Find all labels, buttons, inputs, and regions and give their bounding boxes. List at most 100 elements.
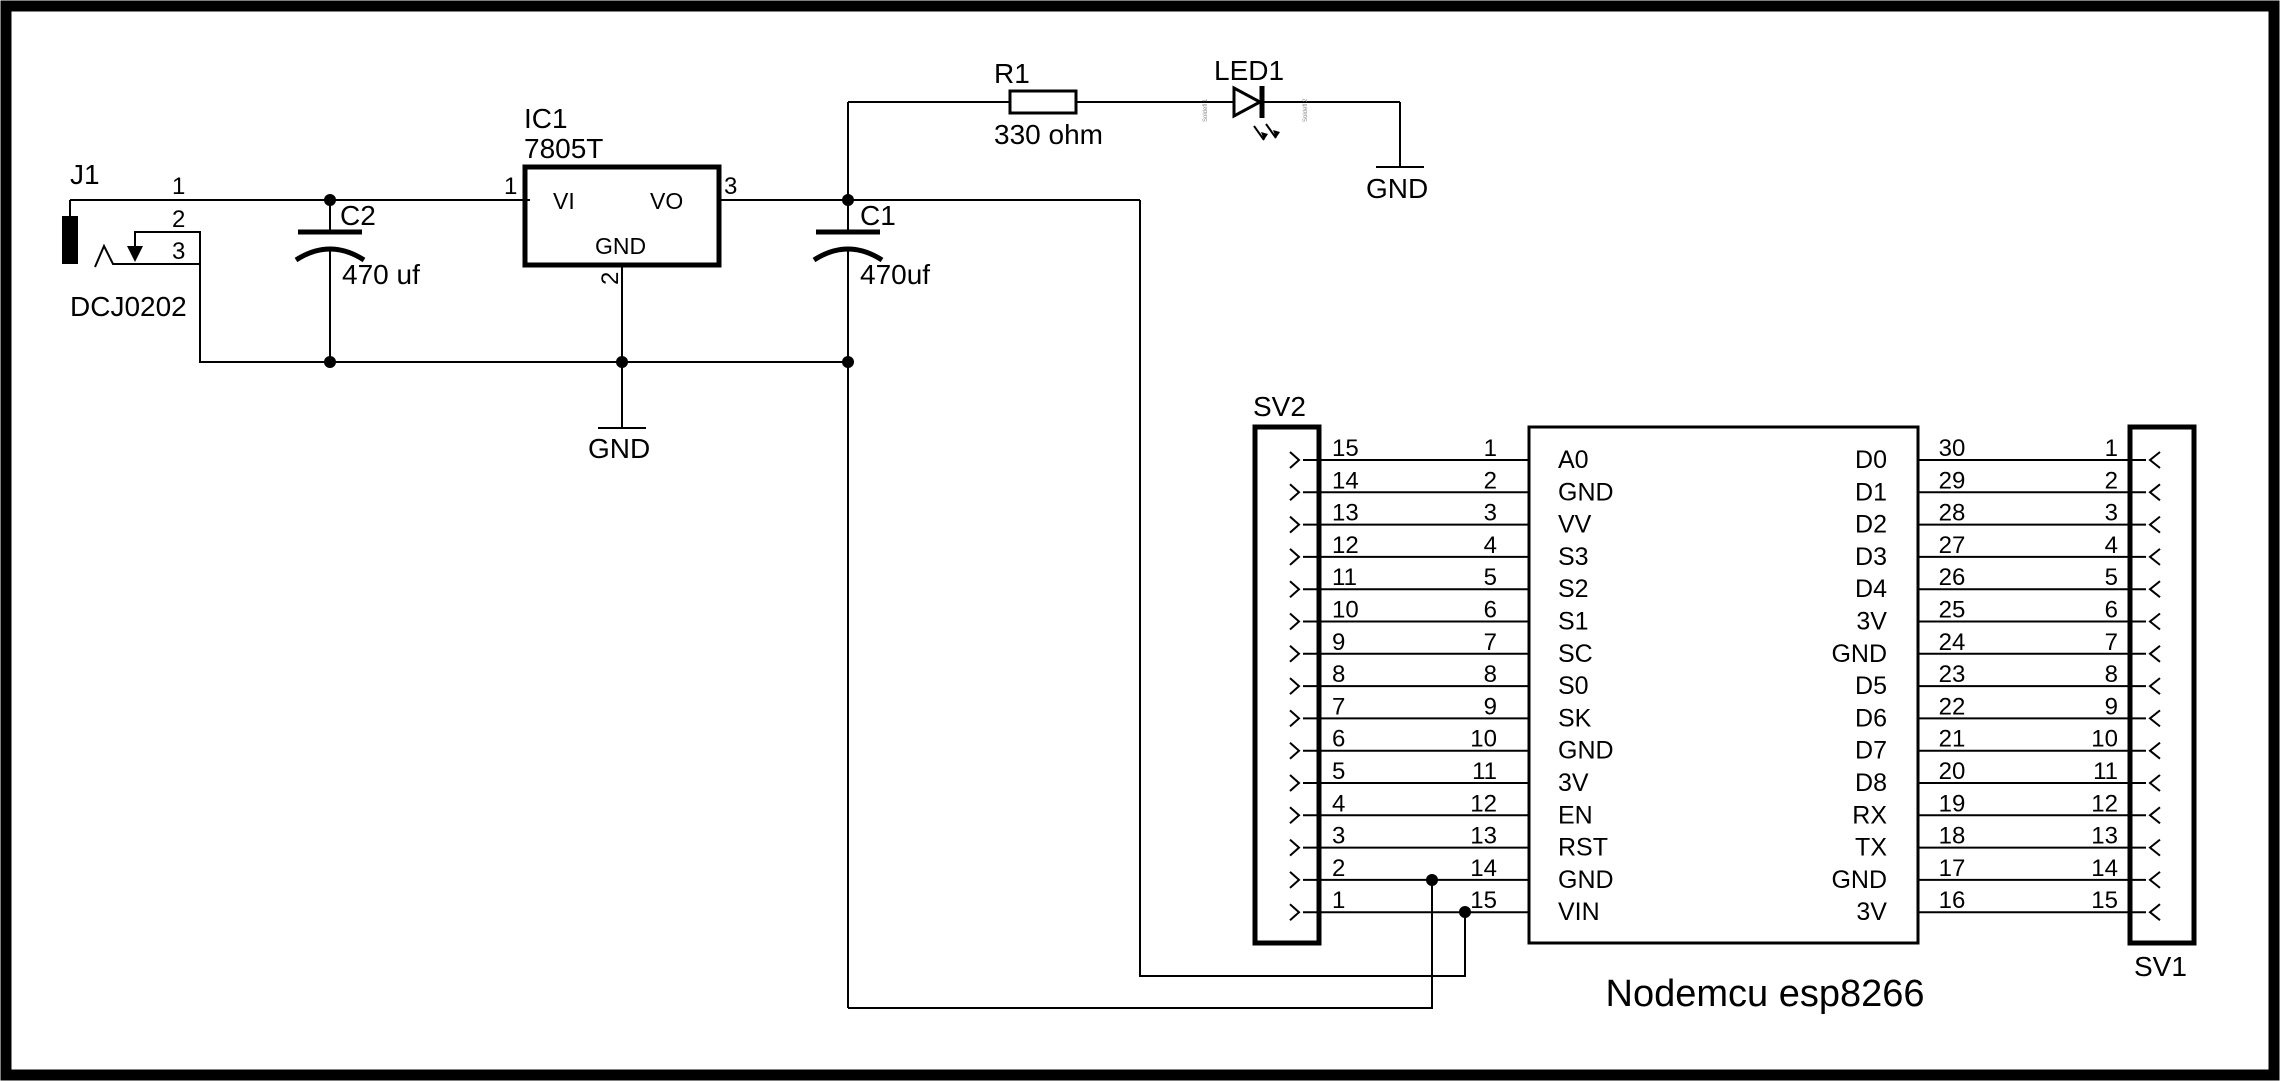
mcu-right-pin-number: 27 [1939, 532, 1966, 559]
ic1-gnd-label: GND [595, 233, 646, 259]
sv2-pin-contact [1289, 483, 1301, 502]
r1-ref: R1 [994, 58, 1030, 89]
mcu-left-pin-name: S0 [1558, 672, 1589, 700]
sv2-header-body [1252, 424, 1322, 946]
sv2-pin-contact [1289, 709, 1301, 728]
vin-wire [1139, 200, 1466, 977]
mcu-right-pin-number: 21 [1939, 726, 1966, 753]
mcu-left-pin-number: 7 [1484, 629, 1497, 656]
mcu-right-pin-number: 23 [1939, 661, 1966, 688]
sv1-header-body [2127, 424, 2197, 946]
sv1-pin-contact [2148, 774, 2161, 792]
c2-ref: C2 [340, 200, 376, 231]
mcu-right-pin-name: GND [1831, 640, 1887, 668]
c2-capacitor: C2 470 uf [294, 194, 420, 368]
sv2-pin-contact [1289, 871, 1301, 889]
nodemcu-right-pins: 30D029D128D227D326D4253V24GND23D522D621D… [1831, 435, 2146, 926]
mcu-right-pin-name: GND [1831, 866, 1887, 894]
sv2-pin-number: 15 [1332, 435, 1359, 462]
led-ground-label: GND [1366, 173, 1428, 204]
sv2-pin-contact [1289, 806, 1301, 825]
j1-part-name: DCJ0202 [70, 291, 187, 322]
sv1-pin-contact [2148, 806, 2161, 825]
sv1-pin-contact [2148, 645, 2161, 663]
mcu-right-pin-number: 25 [1939, 597, 1966, 624]
sv1-pin-number: 13 [2091, 823, 2118, 850]
sv1-pin-number: 6 [2105, 597, 2118, 624]
mcu-left-pin-number: 15 [1470, 887, 1497, 914]
gnd-wire [848, 880, 1433, 1009]
mcu-right-pin-name: 3V [1856, 898, 1887, 926]
j1-dc-jack: J1 1 2 3 DCJ0202 [62, 159, 530, 322]
sv1-pin-number: 2 [2105, 467, 2118, 494]
sv2-pin-contact [1289, 903, 1301, 921]
mcu-right-pin-number: 29 [1939, 467, 1966, 494]
sv2-ref: SV2 [1253, 391, 1306, 422]
sv1-pin-number: 4 [2105, 532, 2118, 559]
sv1-pin-contact [2148, 580, 2161, 598]
nodemcu-body [1527, 425, 1920, 945]
ground-rail [199, 264, 850, 363]
sv1-pin-contact [2148, 709, 2161, 728]
sv2-pin-contact [1289, 612, 1301, 631]
mcu-left-pin-name: EN [1558, 801, 1593, 829]
mcu-left-pin-number: 12 [1470, 790, 1497, 817]
mcu-left-pin-number: 5 [1484, 564, 1497, 591]
sv2-pin-number: 13 [1332, 500, 1359, 527]
led1-pad2-label: Soldefl 2 [1303, 98, 1309, 122]
mcu-right-pin-number: 16 [1939, 887, 1966, 914]
mcu-right-pin-name: D8 [1855, 769, 1887, 797]
sv2-pin-contact [1289, 515, 1301, 534]
r1-body [1008, 89, 1078, 115]
mcu-left-pin-number: 14 [1470, 855, 1497, 882]
sv2-pin-number: 3 [1332, 823, 1345, 850]
sv2-pin-number: 10 [1332, 597, 1359, 624]
mcu-right-pin-name: D7 [1855, 737, 1887, 765]
led1-pad1-label: Soldefl 1 [1203, 98, 1209, 122]
led1-diode: Soldefl 1 Soldefl 2 LED1 [1203, 55, 1400, 141]
ic1-ref: IC1 [524, 103, 568, 134]
mcu-left-pin-name: 3V [1558, 769, 1589, 797]
c1-ref: C1 [860, 200, 896, 231]
sv2-pin-number: 2 [1332, 855, 1345, 882]
ic1-pin2-number: 2 [597, 272, 624, 285]
sv1-pin-number: 10 [2091, 726, 2118, 753]
mcu-right-pin-number: 28 [1939, 500, 1966, 527]
sv1-pin-contact [2148, 741, 2161, 760]
sv2-pin-number: 1 [1332, 887, 1345, 914]
sv1-pin-contact [2148, 838, 2161, 857]
sv2-pin-number: 7 [1332, 693, 1345, 720]
sv1-pin-number: 5 [2105, 564, 2118, 591]
sv2-pin-number: 14 [1332, 467, 1359, 494]
r1-resistor: R1 330 ohm [848, 58, 1226, 150]
sv2-pin-contact [1289, 741, 1301, 760]
mcu-left-pin-name: A0 [1558, 446, 1589, 474]
sv1-pin-number: 15 [2091, 887, 2118, 914]
mcu-right-pin-name: D4 [1855, 575, 1887, 603]
sv2-pin-contact [1289, 774, 1301, 792]
j1-pin2-number: 2 [172, 206, 185, 233]
sv2-pin-number: 11 [1332, 564, 1357, 591]
sv1-pin-contact [2148, 612, 2161, 631]
j1-ref: J1 [70, 159, 100, 190]
led1-ref: LED1 [1214, 55, 1284, 86]
c1-value: 470uf [860, 259, 930, 290]
mcu-left-pin-number: 1 [1484, 435, 1497, 462]
sv1-pin-contact [2148, 451, 2161, 469]
sv2-pin-number: 4 [1332, 790, 1345, 817]
ic1-part: 7805T [524, 133, 603, 164]
sv2-pin-contact [1289, 645, 1301, 663]
led-ground: GND [1366, 102, 1428, 204]
mcu-left-pin-number: 8 [1484, 661, 1497, 688]
sv1-pin-number: 8 [2105, 661, 2118, 688]
mcu-right-pin-number: 26 [1939, 564, 1966, 591]
mcu-right-pin-number: 20 [1939, 758, 1966, 785]
mcu-left-pin-name: S1 [1558, 608, 1589, 636]
mcu-right-pin-name: TX [1855, 834, 1887, 862]
sv1-pin-number: 3 [2105, 500, 2118, 527]
mcu-right-pin-name: D2 [1855, 511, 1887, 539]
ic1-pin1-number: 1 [504, 173, 517, 200]
